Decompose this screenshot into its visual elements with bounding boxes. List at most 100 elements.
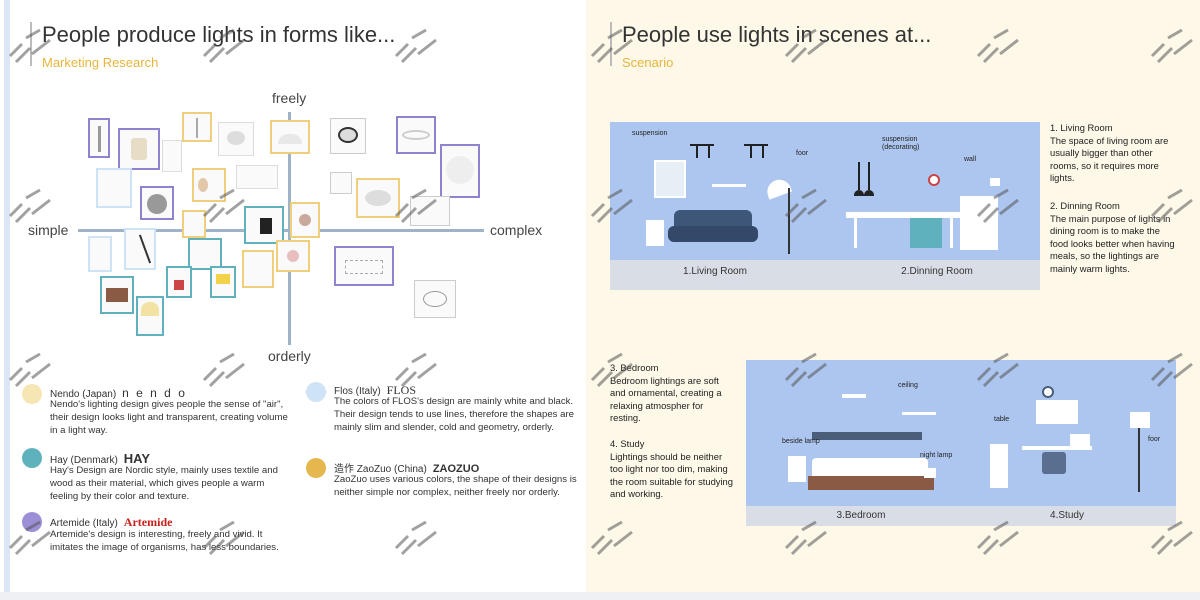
- brand-desc-flos: The colors of FLOS's design are mainly w…: [334, 396, 574, 433]
- tag-suspension-decorating: suspension (decorating): [882, 136, 920, 151]
- clock-icon: [928, 174, 940, 186]
- product-thumb: [118, 128, 160, 170]
- scene-label-bedroom: 3.Bedroom: [836, 510, 886, 521]
- product-thumb: [218, 122, 254, 156]
- brand-logo: n e n d o: [122, 386, 187, 400]
- scene-label-study: 4.Study: [1050, 510, 1084, 521]
- brand-title-hay: Hay (Denmark) HAY: [50, 451, 150, 466]
- lamp-cord: [750, 146, 752, 158]
- left-page: [0, 0, 586, 600]
- product-thumb: [236, 165, 278, 189]
- lamp-cord: [858, 162, 860, 190]
- suspension-lamp-icon: [690, 144, 714, 146]
- brand-logo: HAY: [123, 451, 151, 466]
- product-thumb: [88, 236, 112, 272]
- product-thumb: [166, 266, 192, 298]
- subtitle-marketing: Marketing Research: [42, 55, 159, 70]
- table-leg: [950, 218, 953, 248]
- product-thumb: [100, 276, 134, 314]
- lamp-cord: [762, 146, 764, 158]
- shelf-unit: [960, 196, 998, 250]
- body-living: The space of living room are usually big…: [1050, 134, 1169, 184]
- bed-frame: [808, 476, 934, 490]
- bottom-bar: [0, 592, 1200, 600]
- window: [654, 160, 686, 198]
- title-rule-right: [610, 22, 612, 66]
- left-edge-bar: [4, 0, 10, 600]
- scene-living-dining: [610, 122, 1040, 290]
- axis-label-complex: complex: [490, 222, 543, 238]
- night-lamp-icon: [924, 468, 936, 478]
- wall-lamp-icon: [990, 178, 1000, 186]
- product-thumb: [140, 186, 174, 220]
- product-thumb: [136, 296, 164, 336]
- product-thumb: [124, 228, 156, 270]
- product-thumb: [242, 250, 274, 288]
- product-thumb: [88, 118, 110, 158]
- tag-wall: wall: [964, 156, 977, 163]
- lamp-cord: [696, 146, 698, 158]
- product-thumb: [440, 144, 480, 198]
- product-thumb: [330, 118, 366, 154]
- product-thumb: [182, 210, 206, 238]
- brand-name: Artemide (Italy): [50, 518, 118, 529]
- tag-suspension: suspension: [632, 130, 668, 137]
- product-thumb: [290, 202, 320, 238]
- vertical-axis: [288, 112, 291, 345]
- text-living: 1. Living Room The space of living room …: [1050, 122, 1178, 185]
- brand-name: Hay (Denmark): [50, 455, 118, 466]
- product-thumb: [414, 280, 456, 318]
- brand-desc-nendo: Nendo's lighting design gives people the…: [50, 399, 288, 436]
- side-cabinet: [646, 220, 664, 246]
- chair-icon: [1042, 452, 1066, 474]
- heading-bedroom: 3. Bedroom: [610, 362, 659, 373]
- brand-desc-artemide: Artemide's design is interesting, freely…: [50, 529, 279, 553]
- desk: [1022, 446, 1092, 450]
- bookshelf: [1036, 400, 1078, 424]
- product-thumb: [244, 206, 284, 244]
- brand-dot-nendo: [22, 384, 42, 404]
- brand-desc-hay: Hay's Design are Nordic style, mainly us…: [50, 465, 278, 502]
- body-study: Lightings should be neither too light no…: [610, 450, 733, 500]
- table-leg: [854, 218, 857, 248]
- lamp-cord: [868, 162, 870, 190]
- text-dining: 2. Dinning Room The main purpose of ligh…: [1050, 200, 1178, 276]
- axis-label-freely: freely: [272, 90, 307, 106]
- tag-ceiling: ceiling: [898, 382, 918, 389]
- wall-shelf: [712, 184, 746, 187]
- tag-night-lamp: night lamp: [920, 452, 953, 459]
- clock-icon: [1042, 386, 1054, 398]
- brand-title-zaozuo: 造作 ZaoZuo (China)ZAOZUO: [334, 460, 479, 475]
- text-bedroom: 3. Bedroom Bedroom lightings are soft an…: [610, 362, 736, 425]
- ceiling-lamp-icon: [842, 394, 866, 398]
- scene-label-dining: 2.Dinning Room: [901, 266, 973, 277]
- brand-dot-artemide: [22, 512, 42, 532]
- product-thumb: [210, 266, 236, 298]
- product-thumb: [182, 112, 212, 142]
- product-thumb: [276, 240, 310, 272]
- brand-desc-zaozuo: ZaoZuo uses various colors, the shape of…: [334, 474, 577, 498]
- page-title-right: People use lights in scenes at...: [622, 22, 932, 47]
- heading-dining: 2. Dinning Room: [1050, 200, 1120, 211]
- body-bedroom: Bedroom lightings are soft and ornamenta…: [610, 374, 722, 424]
- tag-floor-lamp-2: foor: [1148, 436, 1161, 443]
- drawer-unit: [990, 444, 1008, 488]
- brand-logo: Artemide: [123, 515, 173, 529]
- brand-dot-hay: [22, 448, 42, 468]
- nightstand: [788, 456, 806, 482]
- floor: [610, 260, 1040, 290]
- product-thumb: [334, 246, 394, 286]
- brand-dot-zaozuo: [306, 458, 326, 478]
- product-thumb: [410, 196, 450, 226]
- product-thumb: [270, 120, 310, 154]
- brand-title-nendo: Nendo (Japan)n e n d o: [50, 386, 187, 400]
- lamp-cord: [708, 146, 710, 158]
- dining-table: [846, 212, 964, 218]
- tag-beside-lamp: beside lamp: [782, 438, 820, 445]
- floor: [746, 506, 1176, 526]
- tag-floor-lamp: foor: [796, 150, 809, 157]
- pendant-lamp-icon: [864, 190, 874, 196]
- brand-logo: ZAOZUO: [432, 463, 480, 475]
- floor-lamp-icon: [1130, 412, 1150, 428]
- page-title-left: People produce lights in forms like...: [42, 22, 396, 47]
